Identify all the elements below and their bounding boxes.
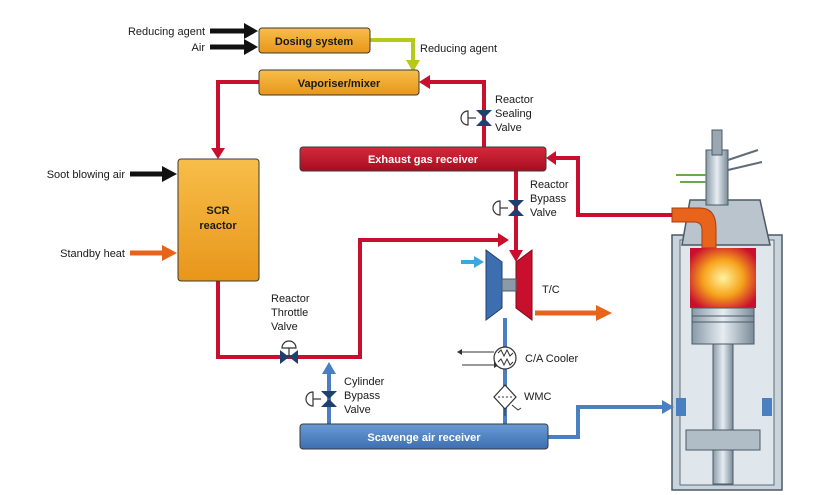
reactor-throttle-valve-label-1: Reactor (271, 293, 310, 305)
compressor-intake-arrow (461, 256, 484, 268)
cylinder-bypass-valve-label-3: Valve (344, 404, 371, 416)
air-input-arrow (210, 39, 258, 55)
vaporiser-mixer-box: Vaporiser/mixer (258, 69, 420, 96)
reactor-sealing-valve-label-1: Reactor (495, 94, 534, 106)
reactor-bypass-valve-label-3: Valve (530, 207, 557, 219)
turbocharger-label: T/C (542, 284, 560, 296)
scr-reactor-box: SCR reactor (177, 158, 260, 282)
exhaust-gas-receiver-label: Exhaust gas receiver (368, 154, 479, 166)
scr-reactor-label-1: SCR (206, 205, 229, 217)
reactor-throttle-valve-icon (280, 340, 298, 364)
reactor-bypass-valve-icon (492, 200, 524, 216)
reducing-agent-input-label: Reducing agent (128, 26, 205, 38)
scr-to-turbine-line (216, 233, 509, 359)
reducing-agent-input-arrow (210, 23, 258, 39)
dosing-system-box: Dosing system (258, 27, 371, 54)
scavenge-air-receiver-box: Scavenge air receiver (299, 423, 549, 450)
reactor-bypass-valve-label-1: Reactor (530, 179, 569, 191)
turbine-exhaust-out (535, 305, 612, 321)
reactor-throttle-valve-label-2: Throttle (271, 307, 308, 319)
standby-heat-label: Standby heat (60, 248, 125, 260)
reducing-agent-line (370, 38, 420, 72)
reactor-bypass-valve-label-2: Bypass (530, 193, 567, 205)
soot-blowing-air-label: Soot blowing air (47, 169, 126, 181)
air-input-label: Air (192, 42, 206, 54)
standby-heat-arrow (130, 245, 177, 261)
exhaust-to-vaporiser-line (419, 75, 486, 148)
ca-cooler-icon (457, 346, 517, 370)
reactor-throttle-valve-label-3: Valve (271, 321, 298, 333)
exhaust-gas-receiver-box: Exhaust gas receiver (299, 146, 547, 172)
reactor-sealing-valve-label-3: Valve (495, 122, 522, 134)
cylinder-bypass-valve-label-1: Cylinder (344, 376, 385, 388)
reactor-sealing-valve-label-2: Sealing (495, 108, 532, 120)
vaporiser-mixer-label: Vaporiser/mixer (298, 78, 381, 90)
vaporiser-to-scr-line (211, 80, 259, 159)
dosing-system-label: Dosing system (275, 36, 353, 48)
turbocharger (485, 249, 533, 321)
engine-exhaust-line (546, 151, 672, 217)
scavenge-air-receiver-label: Scavenge air receiver (367, 432, 481, 444)
wmc-label: WMC (524, 391, 552, 403)
reducing-agent-flow-label: Reducing agent (420, 43, 497, 55)
ca-cooler-label: C/A Cooler (525, 353, 579, 365)
cylinder-bypass-valve-label-2: Bypass (344, 390, 381, 402)
reactor-sealing-valve-icon (460, 110, 492, 126)
cylinder-bypass-valve-icon (305, 391, 337, 407)
soot-blowing-air-arrow (130, 166, 177, 182)
scr-reactor-label-2: reactor (199, 220, 237, 232)
engine-cross-section (671, 129, 783, 491)
wmc-icon (493, 384, 522, 416)
